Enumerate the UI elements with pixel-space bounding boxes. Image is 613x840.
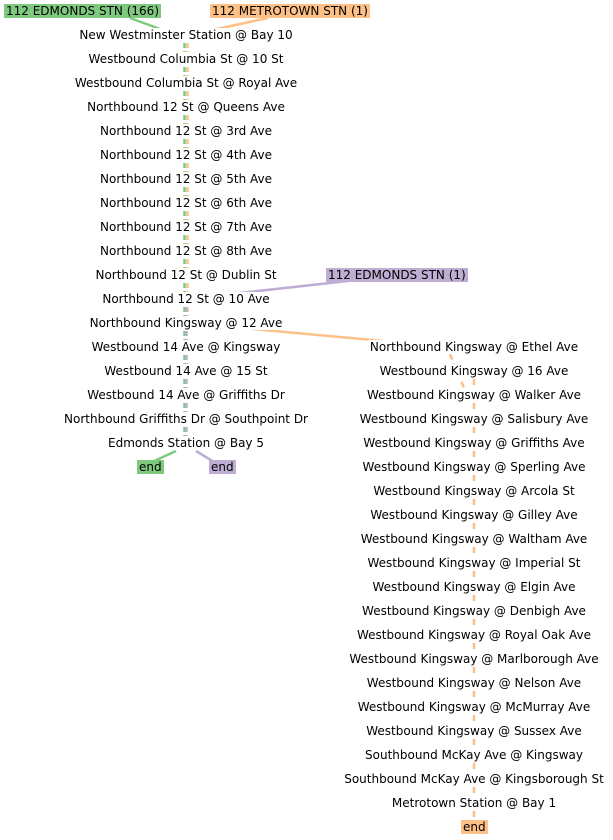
- metrotown-stop-label: Westbound Kingsway @ Royal Oak Ave: [355, 628, 593, 642]
- end-marker-edmonds-166: end: [137, 460, 164, 474]
- metrotown-stop-label: Metrotown Station @ Bay 1: [389, 796, 559, 810]
- metrotown-stop-label: Westbound Kingsway @ Waltham Ave: [358, 532, 590, 546]
- metrotown-stop-label: Westbound Kingsway @ Sussex Ave: [364, 724, 584, 738]
- edge-branch-metrotown: [251, 327, 385, 343]
- metrotown-stop-label: Westbound Kingsway @ McMurray Ave: [355, 700, 593, 714]
- edge-metro-first: [448, 353, 466, 389]
- shared-stop-label: Northbound 12 St @ 7th Ave: [98, 220, 274, 234]
- end-marker-metrotown-1: end: [461, 820, 488, 834]
- metrotown-stop-label: Westbound Kingsway @ Arcola St: [371, 484, 577, 498]
- edge-header-edmonds-1: [239, 279, 349, 295]
- route-header-edmonds-166: 112 EDMONDS STN (166): [4, 4, 161, 18]
- shared-stop-label: Northbound Kingsway @ 12 Ave: [87, 316, 285, 330]
- shared-stop-label: Northbound 12 St @ 10 Ave: [100, 292, 272, 306]
- route-header-metrotown-1: 112 METROTOWN STN (1): [210, 4, 370, 18]
- shared-stop-label: Northbound 12 St @ 6th Ave: [98, 196, 274, 210]
- shared-stop-label: Westbound Columbia St @ Royal Ave: [72, 76, 300, 90]
- metrotown-stop-label: Westbound Kingsway @ Gilley Ave: [368, 508, 580, 522]
- shared-stop-label: Westbound Columbia St @ 10 St: [86, 52, 286, 66]
- shared-stop-label: Northbound 12 St @ 3rd Ave: [98, 124, 274, 138]
- edge-header-166: [129, 16, 161, 31]
- metrotown-stop-label: Westbound Kingsway @ Salisbury Ave: [357, 412, 591, 426]
- metrotown-stop-label: Westbound Kingsway @ 16 Ave: [377, 364, 571, 378]
- metrotown-stop-label: Westbound Kingsway @ Walker Ave: [364, 388, 584, 402]
- shared-stop-label: Westbound 14 Ave @ 15 St: [102, 364, 270, 378]
- shared-stop-label: Northbound 12 St @ 5th Ave: [98, 172, 274, 186]
- shared-stop-label: Northbound 12 St @ Dublin St: [93, 268, 279, 282]
- shared-stop-label: Edmonds Station @ Bay 5: [106, 436, 266, 450]
- shared-stop-label: Northbound 12 St @ Queens Ave: [85, 100, 287, 114]
- metrotown-stop-label: Northbound Kingsway @ Ethel Ave: [367, 340, 581, 354]
- end-marker-edmonds-1: end: [209, 460, 236, 474]
- shared-stop-label: New Westminster Station @ Bay 10: [77, 28, 295, 42]
- route-header-edmonds-1: 112 EDMONDS STN (1): [326, 268, 468, 282]
- metrotown-stop-label: Westbound Kingsway @ Imperial St: [365, 556, 583, 570]
- metrotown-stop-label: Westbound Kingsway @ Sperling Ave: [360, 460, 588, 474]
- shared-stop-label: Northbound 12 St @ 4th Ave: [98, 148, 274, 162]
- metrotown-stop-label: Southbound McKay Ave @ Kingsborough St: [342, 772, 606, 786]
- metrotown-stop-label: Westbound Kingsway @ Griffiths Ave: [361, 436, 587, 450]
- shared-stop-label: Northbound Griffiths Dr @ Southpoint Dr: [62, 412, 310, 426]
- metrotown-stop-label: Westbound Kingsway @ Marlborough Ave: [347, 652, 601, 666]
- metrotown-stop-label: Westbound Kingsway @ Denbigh Ave: [360, 604, 588, 618]
- shared-stop-label: Northbound 12 St @ 8th Ave: [98, 244, 274, 258]
- metrotown-stop-label: Westbound Kingsway @ Nelson Ave: [364, 676, 584, 690]
- shared-stop-label: Westbound 14 Ave @ Griffiths Dr: [85, 388, 287, 402]
- shared-stop-label: Westbound 14 Ave @ Kingsway: [89, 340, 283, 354]
- metrotown-stop-label: Westbound Kingsway @ Elgin Ave: [370, 580, 578, 594]
- metrotown-stop-label: Southbound McKay Ave @ Kingsway: [363, 748, 585, 762]
